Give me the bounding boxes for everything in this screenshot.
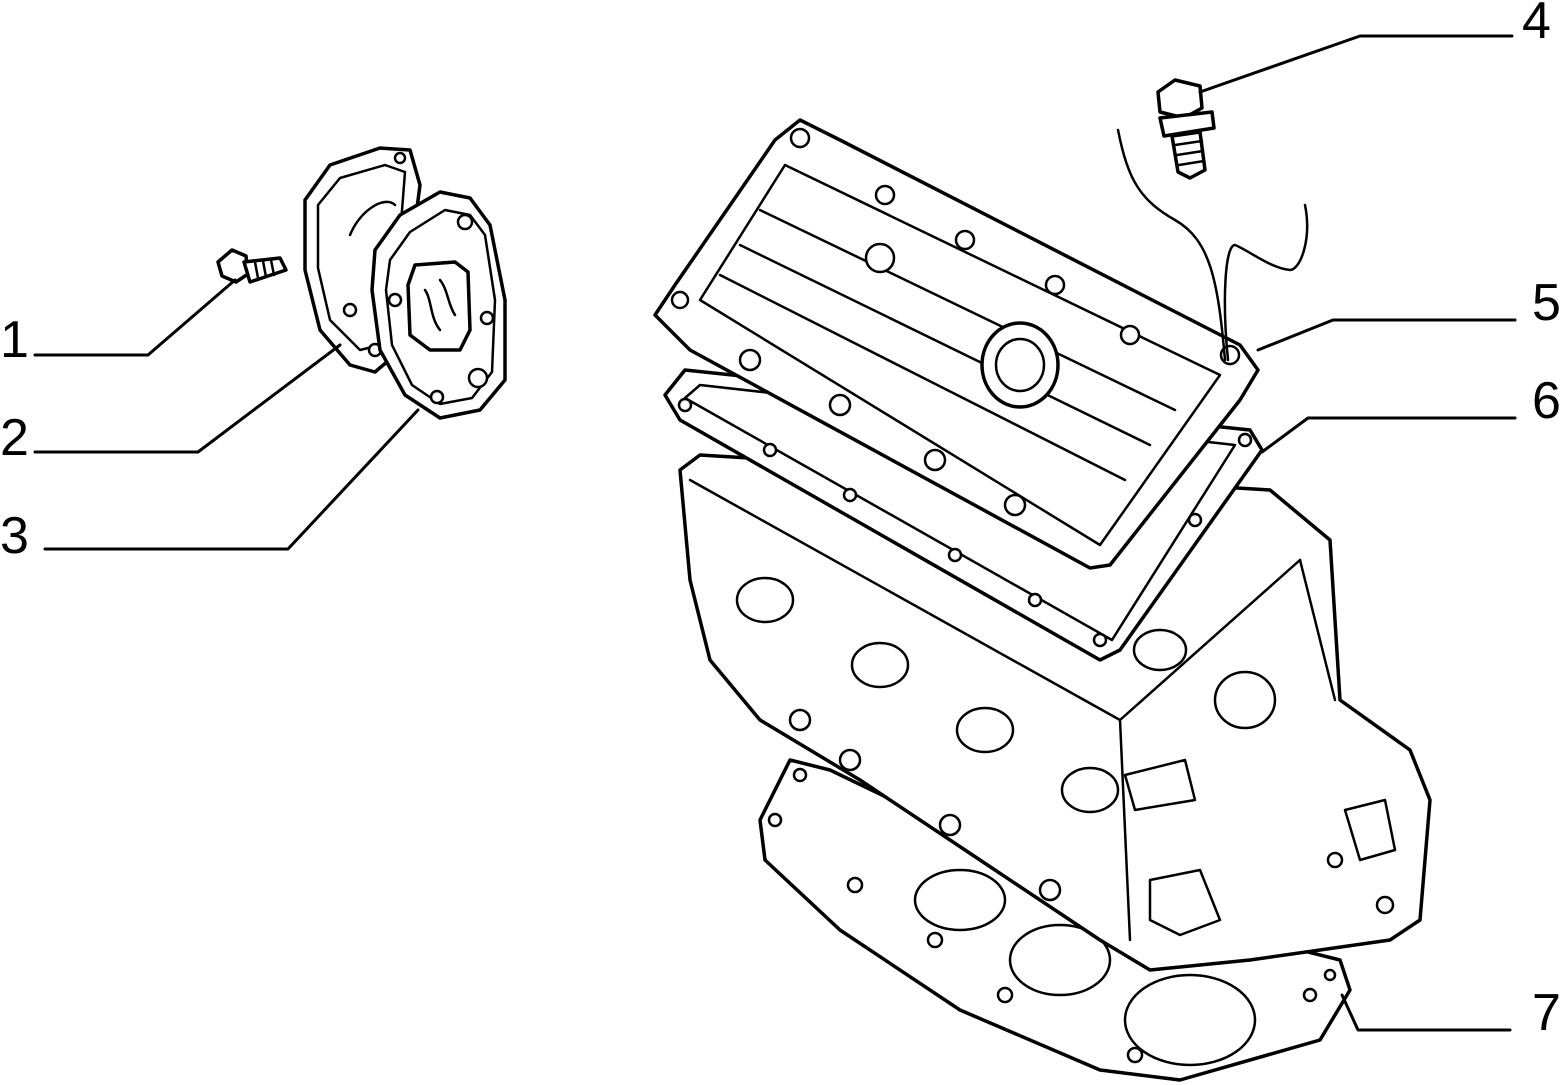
leader-line-7	[1340, 993, 1512, 1032]
callout-3: 3	[0, 507, 29, 565]
callout-4: 4	[1522, 0, 1551, 50]
callout-6: 6	[1532, 372, 1561, 430]
leader-line-2	[33, 343, 342, 454]
leader-line-4	[1198, 34, 1514, 94]
callout-numbers: 1 2 3 4 5 6 7	[0, 0, 1561, 1042]
leader-line-6	[1260, 416, 1517, 454]
hex-bolt-small	[216, 248, 288, 284]
callout-2: 2	[0, 409, 29, 467]
cylinder-head	[678, 453, 1432, 972]
leader-line-5	[1256, 318, 1517, 352]
thermostat-housing-group	[216, 146, 507, 420]
gasket-plate	[370, 190, 507, 420]
leader-lines	[33, 34, 1517, 1032]
flange-bolt	[1156, 78, 1216, 180]
dipstick-wire	[1116, 128, 1227, 362]
leader-line-1	[33, 278, 237, 357]
callout-1: 1	[0, 311, 29, 369]
callout-5: 5	[1532, 274, 1561, 332]
cylinder-head-assembly	[653, 78, 1432, 1082]
leader-line-3	[43, 408, 420, 551]
callout-7: 7	[1532, 984, 1561, 1042]
valve-cover	[653, 118, 1260, 570]
head-gasket	[758, 758, 1352, 1082]
